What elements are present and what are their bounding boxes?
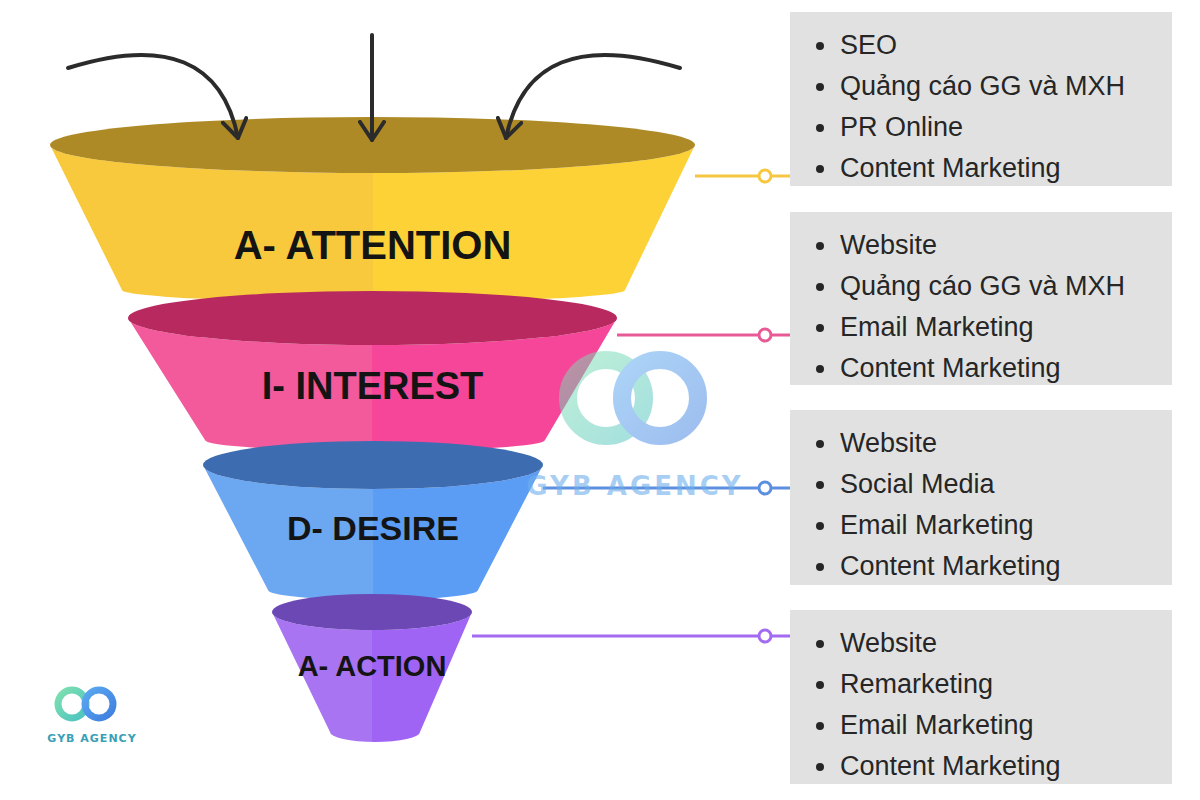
leader-line [695,175,790,178]
leader-dot [759,329,771,341]
funnel-band-body [272,612,472,742]
funnel-band-rim [50,117,695,173]
leader-dot [759,170,771,182]
stage-title: D- DESIRE [203,509,543,548]
channel-item: Website [790,423,1172,464]
watermark-logo [568,360,698,436]
leader-line [617,334,790,337]
watermark: GYB AGENCY [526,471,743,501]
channel-item: Social Media [790,464,1172,505]
funnel-band-rim [203,441,543,489]
channel-item: Content Marketing [790,148,1172,189]
stage-title: A- ACTION [272,650,472,683]
leader-dot [759,482,771,494]
channel-item: Email Marketing [790,307,1172,348]
channel-item: Email Marketing [790,505,1172,546]
funnel-stage: I- INTEREST [128,291,617,451]
channel-item: Quảng cáo GG và MXH [790,66,1172,107]
leader-line [472,635,790,638]
channel-item: SEO [790,25,1172,66]
stage-title: A- ATTENTION [50,223,695,268]
funnel-band-rim [128,291,617,345]
leader-connector [695,170,790,182]
brand-logo [58,690,113,718]
channel-item: Website [790,225,1172,266]
channel-list-box: WebsiteSocial MediaEmail MarketingConten… [790,410,1172,585]
funnel-stage: A- ACTION [272,594,472,742]
leader-connector [617,329,790,341]
channel-item: Quảng cáo GG và MXH [790,266,1172,307]
funnel-stage: D- DESIRE [203,441,543,600]
channel-list-box: SEOQuảng cáo GG và MXHPR OnlineContent M… [790,12,1172,186]
funnel-band-shape [50,117,695,302]
funnel-band-rim [272,594,472,630]
leader-dot [759,630,771,642]
channel-item: PR Online [790,107,1172,148]
channel-list-box: WebsiteRemarketingEmail MarketingContent… [790,610,1172,784]
channel-item: Content Marketing [790,546,1172,587]
channel-item: Email Marketing [790,705,1172,746]
channel-item: Remarketing [790,664,1172,705]
channel-item: Content Marketing [790,746,1172,787]
channel-list-box: WebsiteQuảng cáo GG và MXHEmail Marketin… [790,212,1172,385]
watermark: GYB AGENCY [47,732,136,745]
leader-connector [472,630,790,642]
channel-item: Content Marketing [790,348,1172,389]
stage-title: I- INTEREST [128,365,617,408]
channel-item: Website [790,623,1172,664]
funnel-stage: A- ATTENTION [50,117,695,302]
